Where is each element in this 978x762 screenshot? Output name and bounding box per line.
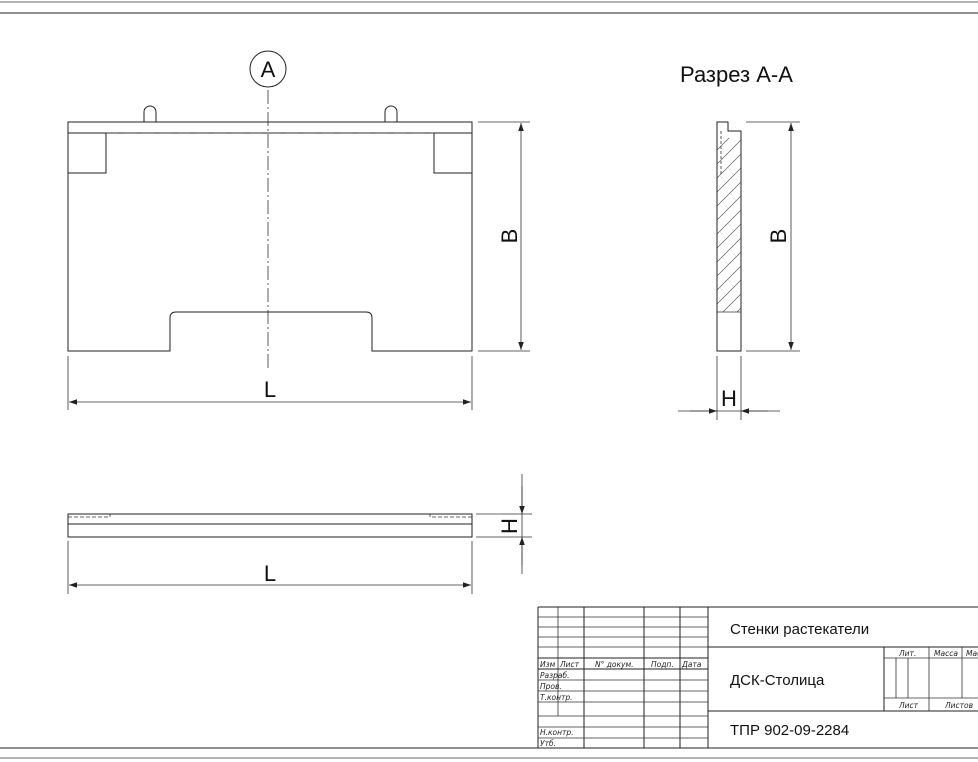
tb-col-doc-no: N° докум. — [595, 660, 634, 669]
plan-outline — [67, 513, 473, 538]
section-hatching — [717, 138, 741, 312]
plan-dimension-label-h: H — [497, 518, 522, 534]
section-dimension-label-h: H — [721, 386, 737, 411]
tb-scale: Масштаб — [966, 649, 978, 658]
title-block: Изм Лист N° докум. Подп. Дата Разраб. Пр… — [537, 606, 978, 748]
tb-document-code: ТПР 902-09-2284 — [730, 722, 849, 739]
section-marker-circle — [249, 50, 287, 88]
corner-recess-right — [433, 132, 473, 174]
section-dimension-label-b: B — [766, 229, 791, 244]
dimension-label-b: B — [497, 229, 522, 244]
section-outline — [716, 121, 742, 352]
plan-dimension-label-l: L — [264, 561, 276, 586]
tb-col-list: Лист — [559, 660, 580, 669]
section-view: Разрез А-А B H — [678, 62, 800, 420]
tb-organization: ДСК-Столица — [730, 672, 825, 689]
tb-sheet: Лист — [898, 701, 919, 710]
section-title: Разрез А-А — [680, 62, 793, 87]
tb-drawing-name: Стенки растекатели — [730, 621, 869, 638]
section-marker-label: A — [261, 57, 276, 82]
tb-row-tech-control: Т.контр. — [540, 693, 573, 702]
panel-outline — [67, 121, 473, 352]
tb-col-sign: Подп. — [651, 660, 674, 669]
tb-lit: Лит. — [898, 649, 916, 658]
tb-row-approved: Утб. — [540, 739, 556, 748]
tb-col-date: Дата — [681, 660, 702, 669]
lifting-lug-right — [384, 105, 398, 122]
front-view: A B L — [67, 50, 530, 410]
tb-row-norm-control: Н.контр. — [540, 728, 574, 737]
tb-row-checked: Пров. — [540, 682, 562, 691]
lifting-lug-left — [143, 105, 157, 122]
tb-sheets: Листов — [944, 701, 973, 710]
tb-row-developed: Разраб. — [540, 671, 569, 680]
corner-recess-left — [67, 132, 107, 174]
tb-mass: Масса — [934, 649, 958, 658]
dimension-label-l: L — [264, 377, 276, 402]
tb-col-izm: Изм — [540, 660, 556, 669]
plan-view: H L — [67, 474, 532, 594]
